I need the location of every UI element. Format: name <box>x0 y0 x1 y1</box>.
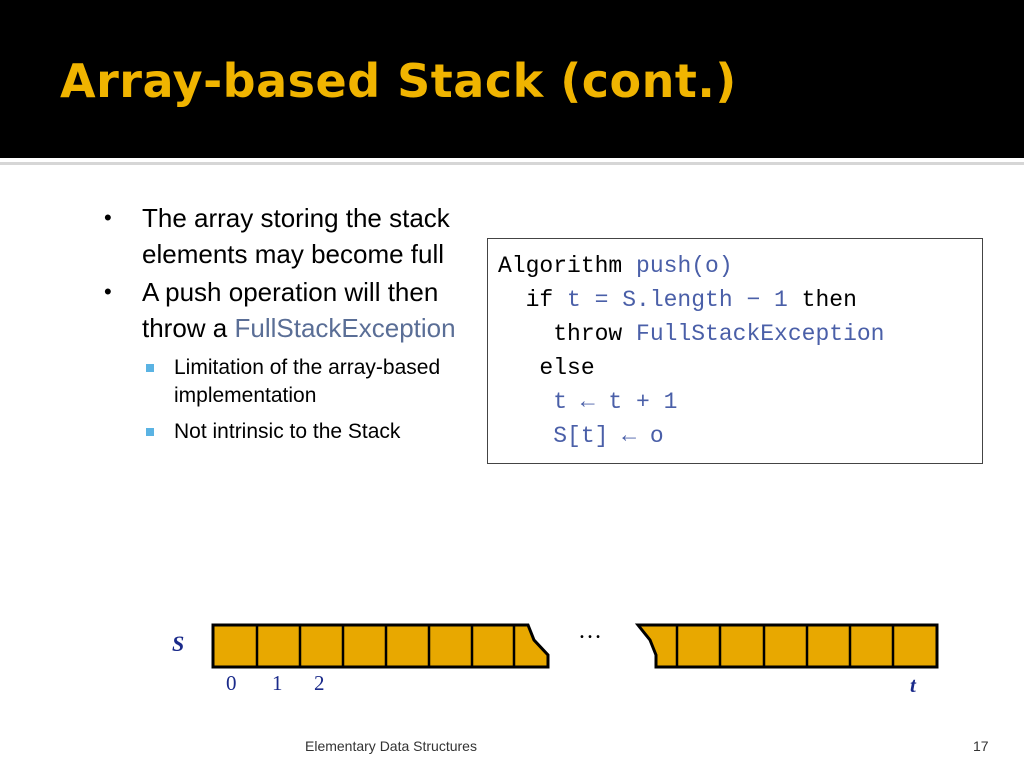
code-statement: S[t] ← o <box>498 423 664 449</box>
bullet-marker: • <box>104 279 112 304</box>
code-keyword: throw <box>498 321 637 347</box>
index-label: 0 <box>226 671 237 695</box>
sub-bullet-marker <box>146 364 154 372</box>
sub-bullet-marker <box>146 428 154 436</box>
bullet-text: A push operation will then throw a <box>142 277 439 343</box>
code-keyword: Algorithm <box>498 253 637 279</box>
top-index-label: t <box>910 673 917 697</box>
code-exception: FullStackException <box>636 321 885 347</box>
array-left-segment <box>211 623 550 669</box>
code-keyword: then <box>787 287 857 313</box>
code-condition: t = S.length − 1 <box>567 287 788 313</box>
bullet-text: The array storing the stack elements may… <box>142 203 450 269</box>
ellipsis: … <box>578 618 602 644</box>
code-keyword: else <box>498 355 595 381</box>
bullet-list: • The array storing the stack elements m… <box>104 200 484 446</box>
title-divider <box>0 162 1024 165</box>
bullet-item: • A push operation will then throw a Ful… <box>104 274 484 346</box>
title-bar: Array-based Stack (cont.) <box>0 0 1024 158</box>
page-number: 17 <box>973 738 989 754</box>
code-statement: t ← t + 1 <box>498 389 678 415</box>
pseudocode-box: Algorithm push(o) if t = S.length − 1 th… <box>487 238 983 464</box>
sub-bullet-text: Not intrinsic to the Stack <box>174 420 401 443</box>
code-function: push(o) <box>636 253 733 279</box>
array-left-body <box>211 623 550 669</box>
sub-bullet-item: Not intrinsic to the Stack <box>144 418 484 446</box>
code-keyword: if <box>498 287 568 313</box>
array-label: S <box>172 631 184 656</box>
index-label: 1 <box>272 671 283 695</box>
sub-bullet-text: Limitation of the array-based implementa… <box>174 356 441 407</box>
array-right-body <box>634 623 939 669</box>
array-right-segment <box>634 623 939 669</box>
slide-title: Array-based Stack (cont.) <box>60 54 737 108</box>
bullet-item: • The array storing the stack elements m… <box>104 200 484 272</box>
bullet-marker: • <box>104 205 112 230</box>
index-label: 2 <box>314 671 325 695</box>
footer-title: Elementary Data Structures <box>305 738 477 754</box>
exception-name: FullStackException <box>234 313 456 343</box>
sub-bullet-item: Limitation of the array-based implementa… <box>144 354 484 410</box>
